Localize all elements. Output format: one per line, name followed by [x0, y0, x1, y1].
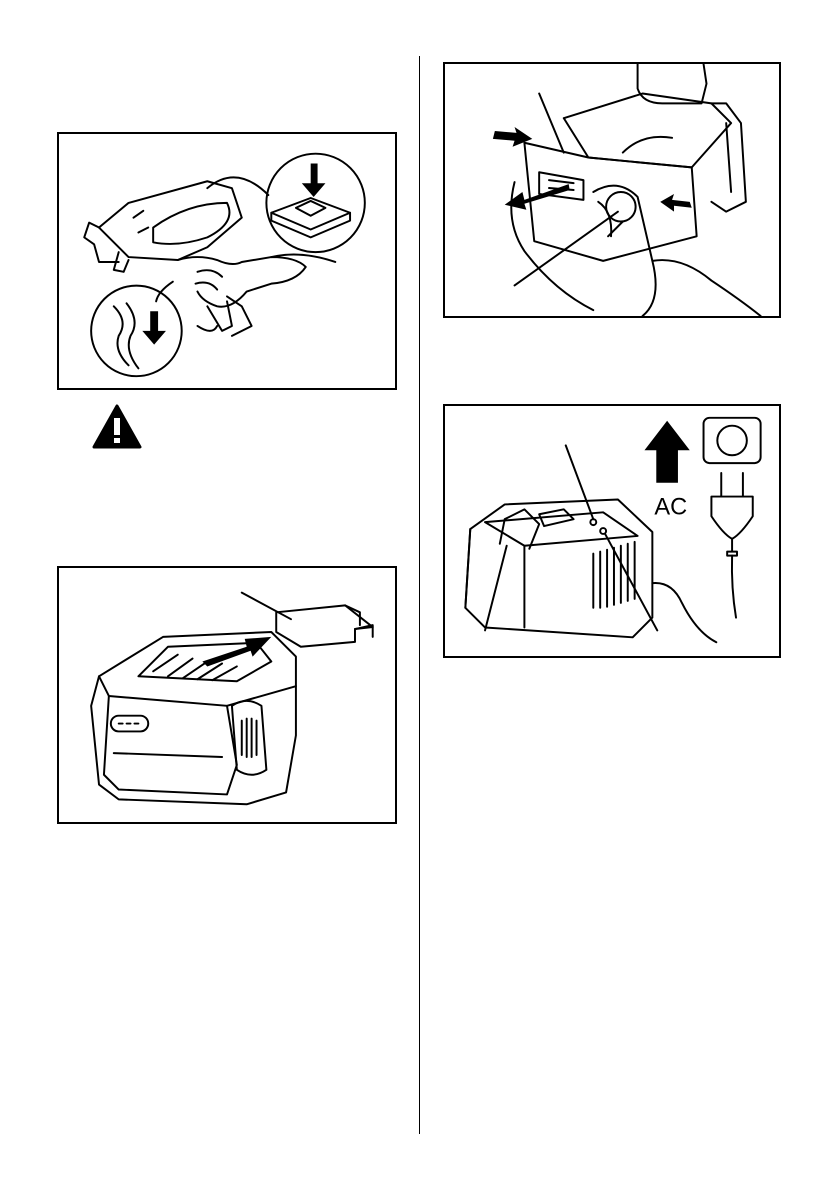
column-divider: [419, 56, 420, 1134]
figure-battery-cover: [57, 566, 397, 824]
warning-triangle-icon: [92, 404, 142, 450]
figure-battery-removal: [443, 62, 781, 318]
ac-label: AC: [654, 494, 687, 520]
tool-grip-illustration: [59, 134, 395, 388]
battery-removal-illustration: [445, 64, 779, 316]
figure-charger: AC: [443, 404, 781, 658]
figure-tool-grip: [57, 132, 397, 390]
battery-cover-illustration: [59, 568, 395, 822]
charger-illustration: AC: [445, 406, 779, 656]
